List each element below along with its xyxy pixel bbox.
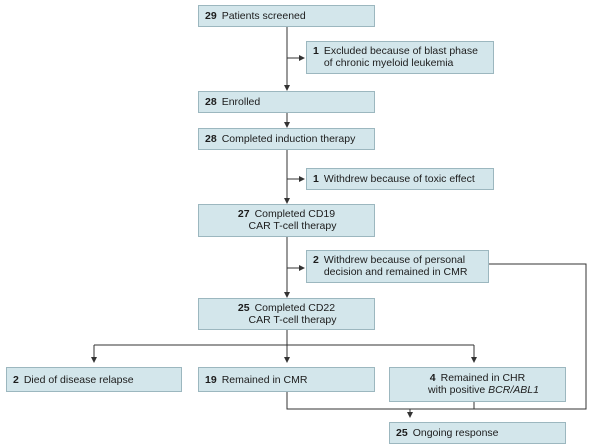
label: Died of disease relapse bbox=[23, 374, 134, 386]
box-patients-screened: 29 Patients screened bbox=[198, 5, 375, 27]
count: 28 bbox=[205, 96, 217, 108]
box-toxic-withdrawal: 1 Withdrew because of toxic effect bbox=[306, 168, 494, 190]
count: 2 bbox=[13, 374, 19, 386]
box-remained-cmr: 19 Remained in CMR bbox=[198, 367, 375, 392]
count: 19 bbox=[205, 374, 217, 386]
box-enrolled: 28 Enrolled bbox=[198, 91, 375, 113]
label-line2-gene: BCR/ABL1 bbox=[488, 384, 539, 396]
label: Enrolled bbox=[221, 96, 261, 108]
label: Withdrew because of personal decision an… bbox=[323, 254, 468, 278]
box-cd22-completed: 25 Completed CD22 CAR T-cell therapy bbox=[198, 298, 375, 330]
count: 1 bbox=[313, 45, 319, 57]
count: 25 bbox=[396, 427, 408, 439]
count: 1 bbox=[313, 173, 319, 185]
label-line2: CAR T-cell therapy bbox=[248, 314, 337, 326]
label: Excluded because of blast phase of chron… bbox=[323, 45, 478, 69]
label-line1: Completed CD19 bbox=[254, 208, 336, 220]
box-died-relapse: 2 Died of disease relapse bbox=[6, 367, 182, 392]
count: 2 bbox=[313, 254, 319, 266]
box-induction: 28 Completed induction therapy bbox=[198, 128, 375, 150]
count: 25 bbox=[237, 302, 250, 314]
label-line1: Completed CD22 bbox=[254, 302, 336, 314]
label: Patients screened bbox=[221, 10, 306, 22]
connector-personal-ongoing bbox=[407, 263, 587, 418]
count: 4 bbox=[429, 372, 436, 384]
count: 27 bbox=[237, 208, 250, 220]
label: Ongoing response bbox=[412, 427, 499, 439]
box-ongoing-response: 25 Ongoing response bbox=[389, 422, 566, 444]
box-cd19-completed: 27 Completed CD19 CAR T-cell therapy bbox=[198, 204, 375, 237]
box-excluded: 1 Excluded because of blast phase of chro… bbox=[306, 41, 494, 74]
label-line2-prefix: with positive bbox=[428, 384, 489, 396]
label-line1: Remained in CHR bbox=[440, 372, 526, 384]
count: 28 bbox=[205, 133, 217, 145]
label: Remained in CMR bbox=[221, 374, 308, 386]
label-line2: CAR T-cell therapy bbox=[248, 220, 337, 232]
box-remained-chr: 4 Remained in CHR with positive BCR/ABL1 bbox=[389, 367, 566, 402]
box-personal-withdrawal: 2 Withdrew because of personal decision a… bbox=[306, 250, 489, 283]
label: Withdrew because of toxic effect bbox=[323, 173, 475, 185]
connector-cmr-ongoing bbox=[286, 392, 410, 410]
label: Completed induction therapy bbox=[221, 133, 356, 145]
count: 29 bbox=[205, 10, 217, 22]
